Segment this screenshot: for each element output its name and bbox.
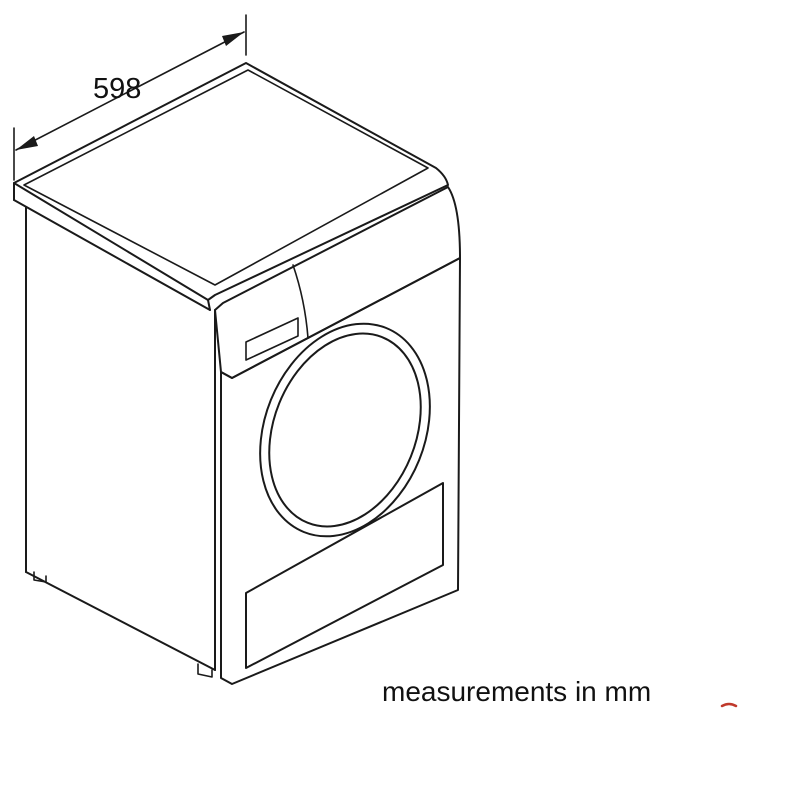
red-mark xyxy=(720,702,738,708)
door-inner-ring xyxy=(268,332,422,528)
foot-back xyxy=(33,571,47,583)
machine-side xyxy=(25,206,216,678)
machine-front xyxy=(214,186,461,685)
dimension-arrow-left xyxy=(16,136,38,150)
dimension-width-label: 598 xyxy=(93,73,141,105)
door-outer-ring xyxy=(259,322,431,538)
detergent-drawer xyxy=(292,264,309,339)
display-window xyxy=(245,317,299,361)
top-inner-panel xyxy=(23,69,429,286)
control-panel-front xyxy=(214,186,461,379)
top-front-bottom-edge xyxy=(13,199,211,311)
door xyxy=(259,322,431,538)
foot-front-left xyxy=(197,663,213,678)
measurements-caption: measurements in mm xyxy=(382,676,652,707)
dimension-line xyxy=(15,31,245,151)
width-dimension: 598 xyxy=(13,14,247,181)
bottom-service-panel xyxy=(245,482,444,669)
top-front-corner-edge xyxy=(207,299,211,311)
top-outer-rim xyxy=(13,62,449,301)
machine-top xyxy=(13,62,449,311)
front-face-outline xyxy=(220,257,461,685)
side-bottom-edge xyxy=(25,571,216,671)
dimension-arrow-right xyxy=(222,32,244,46)
